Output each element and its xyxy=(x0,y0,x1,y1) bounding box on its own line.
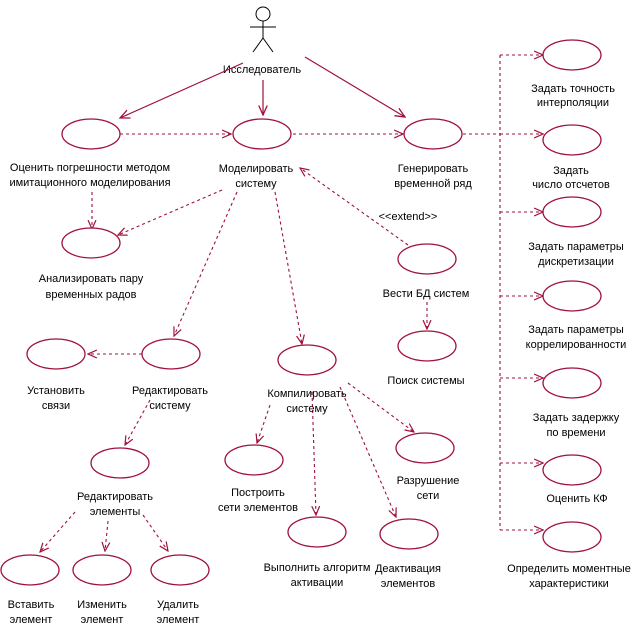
label-edit-system-1: Редактировать xyxy=(132,385,208,397)
use-case-edit-system[interactable] xyxy=(141,338,201,370)
label-delete-2: элемент xyxy=(157,614,200,626)
use-case-kf[interactable] xyxy=(542,454,602,486)
label-model-1: Моделировать xyxy=(219,163,294,175)
label-analyze-2: временных радов xyxy=(46,289,137,301)
right-branch-tree xyxy=(463,55,543,530)
use-case-db[interactable] xyxy=(397,243,457,275)
label-insert-1: Вставить xyxy=(8,599,55,611)
label-build-1: Построить xyxy=(231,487,285,499)
actor-associations xyxy=(120,56,405,118)
label-samples-2: число отсчетов xyxy=(532,179,610,191)
use-case-insert[interactable] xyxy=(0,554,60,586)
use-case-precision[interactable] xyxy=(542,39,602,71)
label-activate-2: активации xyxy=(291,577,344,589)
label-generate-2: временной ряд xyxy=(394,178,472,190)
use-case-edit-elements[interactable] xyxy=(90,447,150,479)
label-change-2: элемент xyxy=(81,614,124,626)
use-case-delay[interactable] xyxy=(542,367,602,399)
label-kf: Оценить КФ xyxy=(546,493,607,505)
label-analyze-1: Анализировать пару xyxy=(39,273,144,285)
label-generate-1: Генерировать xyxy=(398,163,469,175)
use-case-discret[interactable] xyxy=(542,196,602,228)
use-case-delete[interactable] xyxy=(150,554,210,586)
label-delay-2: по времени xyxy=(546,427,605,439)
label-discret-2: дискретизации xyxy=(538,256,614,268)
label-compile-1: Компилировать xyxy=(267,388,347,400)
label-discret-1: Задать параметры xyxy=(528,241,624,253)
use-case-compile[interactable] xyxy=(277,344,337,376)
label-edit-elements-1: Редактировать xyxy=(77,491,153,503)
use-case-moments[interactable] xyxy=(542,521,602,553)
label-db: Вести БД систем xyxy=(383,288,470,300)
label-estimate-2: имитационного моделирования xyxy=(9,177,170,189)
label-activate-1: Выполнить алгоритм xyxy=(264,562,371,574)
label-correl-1: Задать параметры xyxy=(528,324,624,336)
label-delay-1: Задать задержку xyxy=(533,412,620,424)
label-insert-2: элемент xyxy=(10,614,53,626)
extend-stereotype: <<extend>> xyxy=(379,211,438,223)
label-deactivate-1: Деактивация xyxy=(375,563,441,575)
label-compile-2: систему xyxy=(286,403,328,415)
use-case-links[interactable] xyxy=(26,338,86,370)
use-case-destroy[interactable] xyxy=(395,432,455,464)
use-case-change[interactable] xyxy=(72,554,132,586)
dependency-arrows xyxy=(40,134,427,552)
label-search: Поиск системы xyxy=(387,375,464,387)
label-delete-1: Удалить xyxy=(157,599,199,611)
label-deactivate-2: элементов xyxy=(381,578,436,590)
use-case-build[interactable] xyxy=(224,444,284,476)
label-edit-system-2: систему xyxy=(149,400,191,412)
use-case-deactivate[interactable] xyxy=(379,518,439,550)
label-destroy-2: сети xyxy=(417,490,439,502)
actor-researcher[interactable] xyxy=(250,6,276,53)
use-case-activate[interactable] xyxy=(287,516,347,548)
label-destroy-1: Разрушение xyxy=(397,475,460,487)
label-moments-2: характеристики xyxy=(529,578,609,590)
use-case-generate[interactable] xyxy=(403,118,463,150)
label-precision-1: Задать точность xyxy=(531,83,615,95)
label-links-2: связи xyxy=(42,400,70,412)
label-change-1: Изменить xyxy=(77,599,127,611)
actor-label: Исследователь xyxy=(223,64,301,76)
label-correl-2: коррелированности xyxy=(526,339,627,351)
use-case-search[interactable] xyxy=(397,330,457,362)
label-links-1: Установить xyxy=(27,385,85,397)
use-case-samples[interactable] xyxy=(542,124,602,156)
label-estimate-1: Оценить погрешности методом xyxy=(10,162,170,174)
label-edit-elements-2: элементы xyxy=(90,506,141,518)
label-samples-1: Задать xyxy=(553,165,589,177)
label-model-2: систему xyxy=(235,178,277,190)
use-case-estimate[interactable] xyxy=(61,118,121,150)
label-precision-2: интерполяции xyxy=(537,97,609,109)
use-case-model[interactable] xyxy=(232,118,292,150)
label-moments-1: Определить моментные xyxy=(507,563,631,575)
label-build-2: сети элементов xyxy=(218,502,298,514)
use-case-analyze[interactable] xyxy=(61,227,121,259)
use-case-correl[interactable] xyxy=(542,280,602,312)
